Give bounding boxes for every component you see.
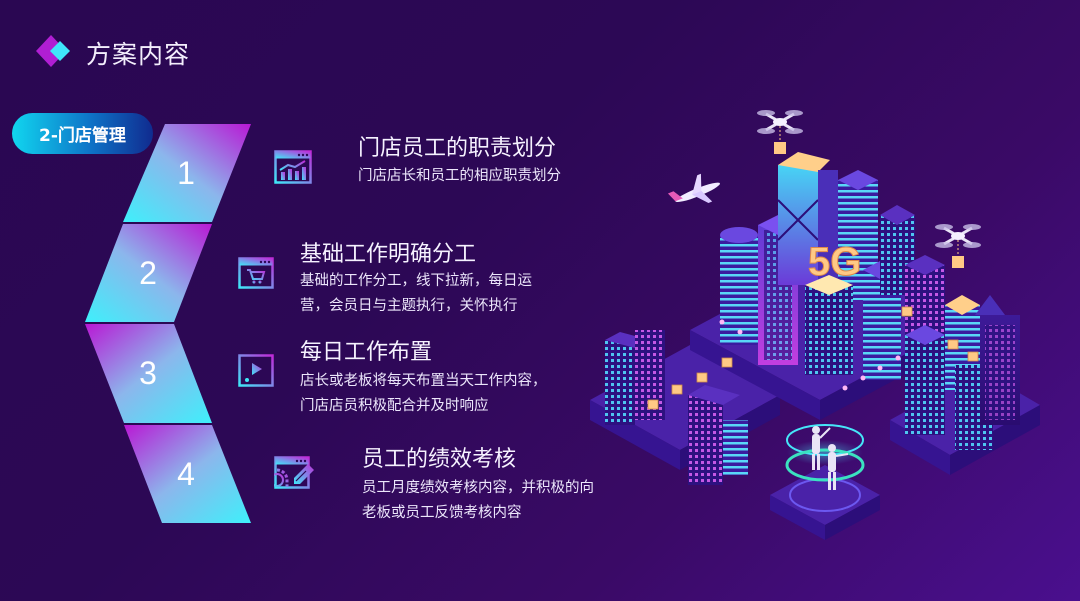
smart-city-illustration: 5G [590,110,1040,540]
section-pill: 2-门店管理 [12,113,153,154]
desc-line: 营，会员日与主题执行，关怀执行 [300,298,518,314]
central-tower-cluster: 5G [720,152,945,380]
chevron-steps [85,124,251,523]
5g-badge: 5G [808,240,861,284]
step-block-2 [85,224,212,322]
diamond-logo-icon [36,35,70,67]
step-1-title: 门店员工的职责划分 [358,136,557,161]
left-building-cluster [605,330,748,485]
drone-icon [757,110,803,154]
delivery-boxes [647,306,979,410]
settings-edit-window-icon [274,456,314,489]
step-number-4: 4 [177,456,195,492]
video-play-icon [238,354,274,387]
step-3-description: 店长或老板将每天布置当天工作内容， 门店店员积极配合并及时响应 [300,369,547,419]
drone-icon [935,224,981,268]
step-block-1 [123,124,251,222]
chart-window-icon [274,150,312,184]
human-figures [812,426,849,490]
step-number-2: 2 [139,255,157,291]
step-2-title: 基础工作明确分工 [300,242,477,267]
shopping-cart-window-icon [238,257,274,289]
desc-line: 门店店员积极配合并及时响应 [300,398,489,414]
street-lights [719,319,901,391]
desc-line: 基础的工作分工，线下拉新，每日运 [300,273,532,289]
airplane-icon [667,173,720,204]
step-3-title: 每日工作布置 [300,340,433,365]
step-4-description: 员工月度绩效考核内容，并积极的向 老板或员工反馈考核内容 [362,476,594,526]
right-building-cluster [905,295,1020,450]
step-block-4 [124,425,251,523]
step-number-1: 1 [177,155,195,191]
desc-line: 门店店长和员工的相应职责划分 [358,168,561,184]
section-pill-label: 2-门店管理 [39,126,126,146]
step-4-title: 员工的绩效考核 [362,447,517,472]
desc-line: 店长或老板将每天布置当天工作内容， [300,373,547,389]
desc-line: 老板或员工反馈考核内容 [362,505,522,521]
step-number-3: 3 [139,355,157,391]
page-title: 方案内容 [86,40,191,69]
desc-line: 员工月度绩效考核内容，并积极的向 [362,480,594,496]
step-2-description: 基础的工作分工，线下拉新，每日运 营，会员日与主题执行，关怀执行 [300,269,532,319]
step-1-description: 门店店长和员工的相应职责划分 [358,164,561,189]
step-block-3 [85,324,212,423]
